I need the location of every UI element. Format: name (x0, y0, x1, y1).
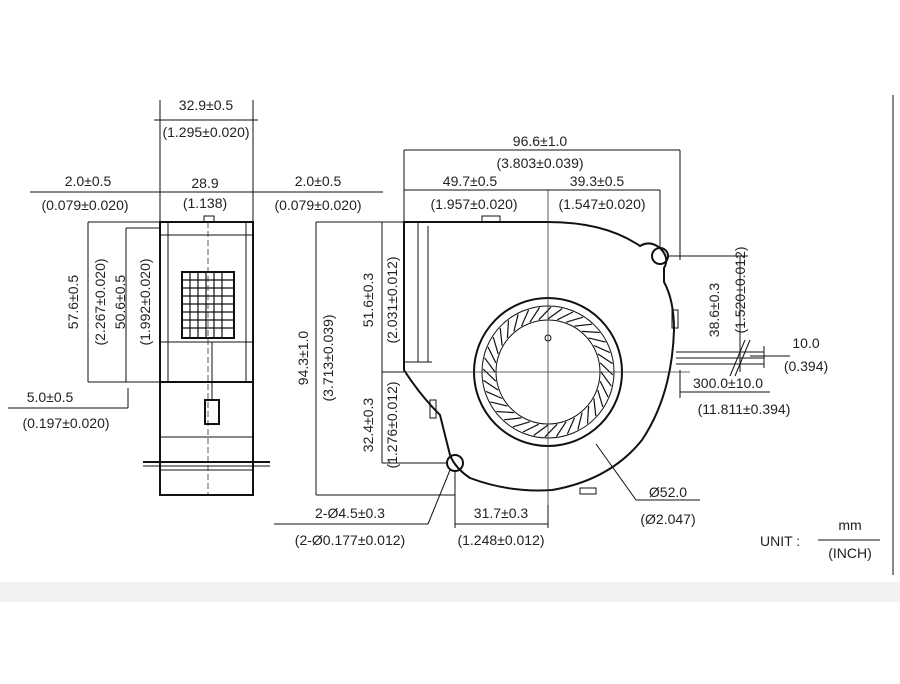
side-height-inner: 50.6±0.5 (112, 275, 128, 330)
impeller-blade (574, 323, 593, 327)
impeller-blades (482, 306, 614, 438)
impeller-blade (492, 336, 499, 355)
impeller-blade (533, 424, 549, 436)
unit-secondary: (INCH) (828, 545, 872, 561)
impeller-blade (586, 406, 590, 424)
front-height-lower: 32.4±0.3 (360, 398, 376, 453)
side-inner-width: 28.9 (191, 175, 218, 191)
impeller-blade (547, 308, 563, 320)
unit-label: UNIT : (760, 533, 800, 549)
front-width-total: 96.6±1.0 (513, 133, 568, 149)
impeller-blade (520, 309, 530, 327)
right-hole-height-inch: (1.520±0.012) (732, 246, 748, 333)
impeller-blade (599, 362, 614, 376)
side-width-total: 32.9±0.5 (179, 97, 234, 113)
impeller-blade (485, 390, 503, 400)
impeller-blade (565, 316, 584, 323)
impeller-blade (566, 417, 576, 435)
side-right-gap: 2.0±0.5 (295, 173, 342, 189)
hole-spacing: 31.7±0.3 (474, 505, 529, 521)
side-base-offset: 5.0±0.5 (27, 389, 74, 405)
unit-primary: mm (838, 517, 861, 533)
side-height-outer: 57.6±0.5 (65, 275, 81, 330)
side-inner-width-inch: (1.138) (183, 195, 227, 211)
impeller-blade (506, 320, 510, 338)
technical-drawing: 32.9±0.5 (1.295±0.020) 28.9 (1.138) 2.0±… (8, 95, 894, 575)
impeller-blade (483, 379, 499, 391)
front-height-total: 94.3±1.0 (295, 331, 311, 386)
impeller-blade (593, 398, 597, 417)
front-height-upper-inch: (2.031±0.012) (384, 256, 400, 343)
impeller-blade (600, 371, 612, 387)
footer-band (0, 580, 900, 684)
impeller-blade (487, 346, 497, 364)
unit-legend: UNIT : mm (INCH) (760, 517, 880, 561)
front-height-upper: 51.6±0.3 (360, 273, 376, 328)
front-width-right: 39.3±0.5 (570, 173, 625, 189)
footer-strip (0, 582, 900, 602)
impeller-blade (513, 314, 519, 332)
side-left-gap-inch: (0.079±0.020) (41, 197, 128, 213)
lead-length-inch: (11.811±0.394) (698, 401, 791, 417)
impeller-blade (538, 306, 552, 321)
impeller-blade (496, 410, 514, 414)
impeller-blade (582, 330, 600, 334)
impeller-blade (599, 380, 609, 398)
impeller-blade (503, 417, 522, 421)
impeller-blade (556, 311, 574, 321)
impeller-blade (482, 368, 497, 382)
impeller-blade (593, 344, 611, 354)
impeller-blade (484, 357, 496, 373)
front-height-lower-inch: (1.276±0.012) (384, 381, 400, 468)
hole-spec: 2-Ø4.5±0.3 (315, 505, 385, 521)
front-view: 96.6±1.0 (3.803±0.039) 49.7±0.5 (1.957±0… (274, 133, 828, 548)
side-connector (204, 399, 220, 425)
impeller-diameter: Ø52.0 (649, 484, 687, 500)
right-hole-height: 38.6±0.3 (706, 283, 722, 338)
side-view: 32.9±0.5 (1.295±0.020) 28.9 (1.138) 2.0±… (8, 97, 383, 496)
impeller-blade (529, 307, 541, 323)
impeller-blade (544, 423, 558, 438)
impeller-blade (597, 353, 613, 365)
lead-strip-length-inch: (0.394) (784, 358, 828, 374)
lead-strip-length: 10.0 (792, 335, 819, 351)
lead-length: 300.0±10.0 (693, 375, 763, 391)
hole-spacing-inch: (1.248±0.012) (457, 532, 544, 548)
impeller-blade (555, 421, 567, 437)
side-left-gap: 2.0±0.5 (65, 173, 112, 189)
front-width-total-inch: (3.803±0.039) (496, 155, 583, 171)
front-width-left-inch: (1.957±0.020) (430, 196, 517, 212)
side-height-outer-inch: (2.267±0.020) (92, 258, 108, 345)
front-width-left: 49.7±0.5 (443, 173, 498, 189)
impeller-diameter-inch: (Ø2.047) (640, 511, 695, 527)
side-base-offset-inch: (0.197±0.020) (22, 415, 109, 431)
hole-spec-inch: (2-Ø0.177±0.012) (295, 532, 405, 548)
impeller-blade (588, 337, 606, 343)
impeller-blade (522, 423, 540, 433)
impeller-blade (490, 401, 508, 407)
side-width-total-inch: (1.295±0.020) (162, 124, 249, 140)
impeller-blade (499, 327, 503, 346)
impeller-blade (512, 421, 531, 428)
impeller-blade (597, 389, 604, 408)
front-housing-outline (403, 221, 676, 492)
side-lower-outline (159, 381, 254, 496)
side-right-gap-inch: (0.079±0.020) (274, 197, 361, 213)
front-width-right-inch: (1.547±0.020) (558, 196, 645, 212)
impeller-blade (577, 412, 583, 430)
front-height-total-inch: (3.713±0.039) (320, 314, 336, 401)
side-height-inner-inch: (1.992±0.020) (137, 258, 153, 345)
